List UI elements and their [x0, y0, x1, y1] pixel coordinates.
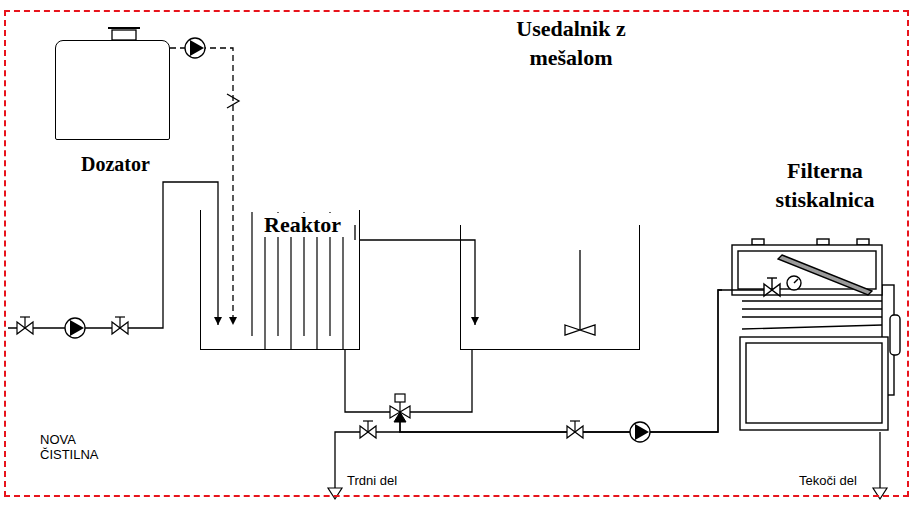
valve-symbol: [112, 317, 128, 334]
press-part: [742, 308, 882, 309]
plant-boundary: DozatorReaktorUsedalnik z mešalomFiltern…: [4, 10, 909, 497]
filter-press-drawing: [722, 245, 902, 432]
outlet-label: Tekoči del: [797, 473, 859, 488]
area-label: NOVA ČISTILNA: [40, 433, 120, 463]
pump-symbol: [630, 422, 650, 442]
unit-label: Reaktor: [261, 213, 344, 237]
press-part: [767, 277, 777, 278]
three-way-valve: [390, 394, 410, 422]
baffle: [316, 226, 317, 350]
outlet-label: Trdni del: [345, 473, 399, 488]
unit-label: Dozator: [81, 153, 150, 175]
tank-lid: [112, 30, 136, 40]
baffle: [251, 212, 252, 336]
press-part: [752, 239, 764, 245]
drain-pipe: [335, 432, 400, 488]
press-part: [794, 279, 798, 283]
unit-label: Filterna stiskalnica: [750, 157, 900, 214]
press-part: [746, 343, 882, 423]
pipe: [354, 225, 355, 240]
press-part: [742, 325, 882, 329]
dosing-line: [170, 48, 233, 325]
valve-symbol: [567, 421, 583, 438]
unit-label: Usedalnik z mešalom: [496, 15, 646, 72]
mixer-impeller: [565, 325, 595, 335]
drain-outlet: [873, 488, 887, 499]
inlet-pipe: [8, 182, 218, 328]
process-unit: Dozator: [55, 40, 170, 140]
pipe: [345, 290, 722, 432]
process-unit: Reaktor: [200, 210, 360, 350]
pipe: [360, 240, 475, 325]
pump-symbol: [185, 38, 205, 58]
pump-symbol: [65, 318, 85, 338]
baffle: [264, 226, 265, 350]
press-part: [732, 245, 882, 295]
pipe: [400, 290, 722, 432]
reactor-baffles: [252, 212, 343, 350]
drain-outlet: [328, 488, 342, 499]
process-unit: Usedalnik z mešalom: [460, 225, 640, 350]
press-part: [890, 315, 900, 355]
valve-symbol: [360, 421, 376, 438]
press-part: [787, 276, 801, 290]
baffle: [342, 226, 343, 350]
check-valve: [227, 94, 239, 108]
press-part: [857, 239, 869, 245]
press-part: [740, 337, 888, 430]
tank-lid: [108, 27, 140, 29]
drain-pipe: [879, 432, 880, 488]
process-unit: Filterna stiskalnica: [722, 245, 902, 432]
press-part: [771, 278, 772, 290]
press-part: [817, 239, 829, 245]
press-part: [778, 255, 872, 295]
baffle: [290, 226, 291, 350]
mixer-shaft: [579, 250, 580, 330]
press-part: [742, 316, 882, 317]
press-part: [742, 300, 882, 301]
valve-symbol: [17, 317, 33, 334]
